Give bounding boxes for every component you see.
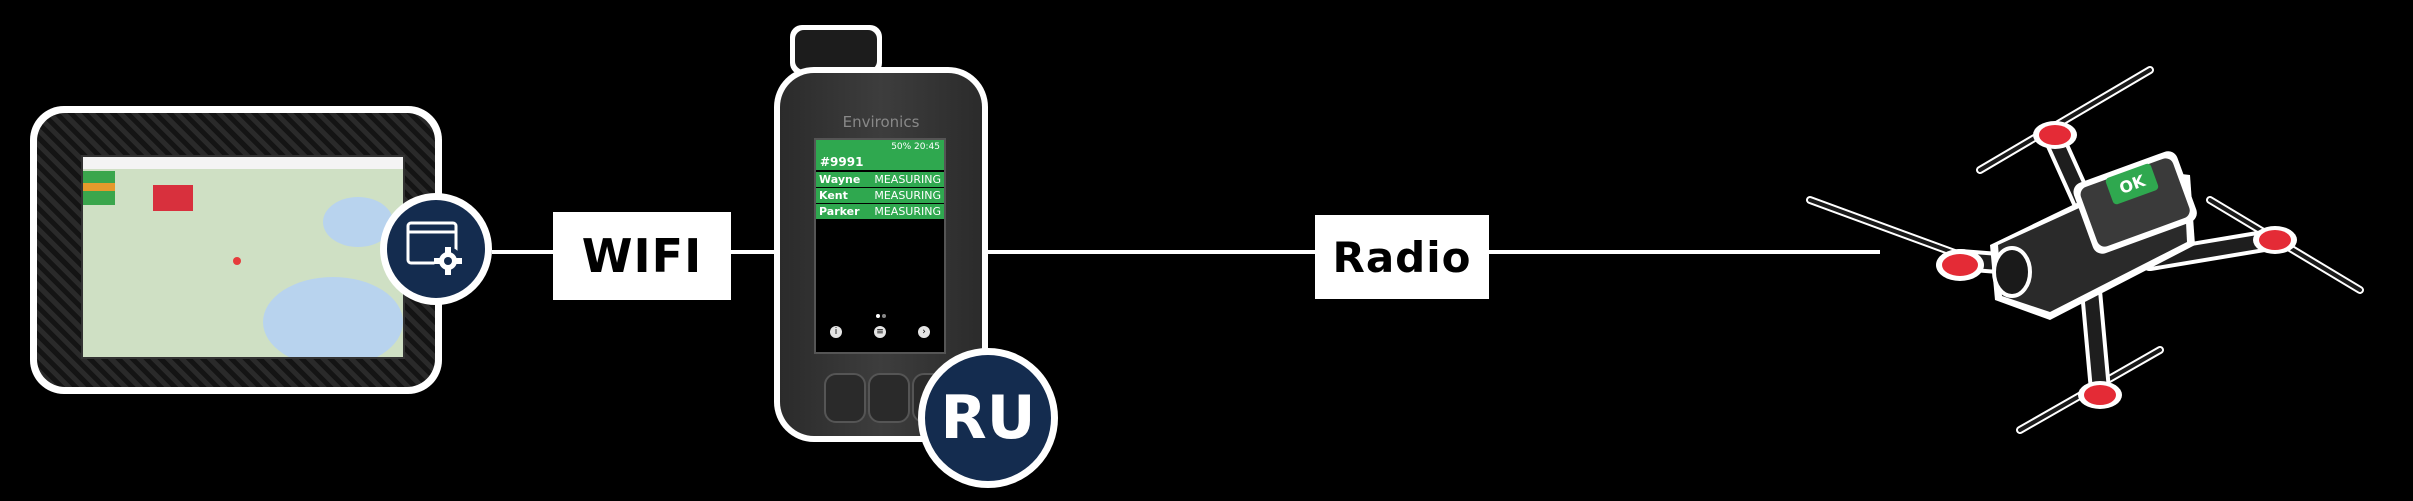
tablet-topbar xyxy=(83,157,403,169)
device-brand: Environics xyxy=(842,113,920,131)
drone-ok-indicator xyxy=(2105,163,2159,205)
device-row: Wayne MEASURING xyxy=(816,172,944,187)
config-badge xyxy=(380,193,492,305)
wifi-label: WIFI xyxy=(553,212,731,300)
menu-icon: ≡ xyxy=(874,326,886,338)
device-row-name: Kent xyxy=(819,189,848,202)
info-icon: i xyxy=(830,326,842,338)
device-screen: 50% 20:45 #9991 Wayne MEASURING Kent MEA… xyxy=(814,138,946,354)
page-dot xyxy=(882,314,886,318)
tablet-body xyxy=(37,113,435,387)
window-gear-icon xyxy=(406,221,462,275)
drone: OK xyxy=(1806,66,2364,434)
drone-motor xyxy=(1936,121,2297,409)
page-dot xyxy=(876,314,880,318)
device-antenna xyxy=(790,25,882,75)
map-water xyxy=(263,277,403,357)
device-row-status: MEASURING xyxy=(874,189,941,202)
ru-badge-text: RU xyxy=(940,383,1036,453)
handheld-body: Environics 50% 20:45 #9991 Wayne MEASURI… xyxy=(780,73,982,436)
device-row-name: Parker xyxy=(819,205,860,218)
tablet xyxy=(30,106,442,394)
device-row: Parker MEASURING xyxy=(816,204,944,219)
ru-badge: RU xyxy=(918,348,1058,488)
device-row-status: MEASURING xyxy=(874,205,941,218)
device-antenna-body xyxy=(795,30,877,70)
drone-camera xyxy=(1992,246,2032,298)
wifi-label-text: WIFI xyxy=(581,229,703,283)
tablet-list-highlight xyxy=(83,183,115,191)
radio-label-text: Radio xyxy=(1332,232,1472,282)
device-row-name: Wayne xyxy=(819,173,861,186)
tablet-popup xyxy=(153,185,193,211)
map-pin-icon xyxy=(233,257,241,265)
device-id: #9991 xyxy=(816,154,944,170)
next-icon: › xyxy=(918,326,930,338)
radio-label: Radio xyxy=(1315,215,1489,299)
hardware-button xyxy=(824,373,866,423)
hardware-button xyxy=(868,373,910,423)
device-row-status: MEASURING xyxy=(874,173,941,186)
device-status-bar: 50% 20:45 xyxy=(816,140,944,154)
tablet-map-screen xyxy=(81,155,405,359)
device-row: Kent MEASURING xyxy=(816,188,944,203)
